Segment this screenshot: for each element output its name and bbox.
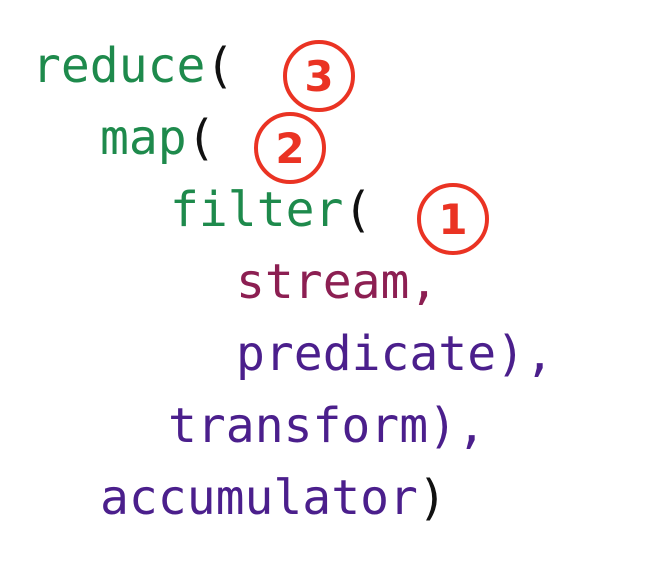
accumulator-close-paren: ) bbox=[417, 470, 447, 526]
reduce-function-name: reduce bbox=[32, 38, 206, 94]
step-1-badge: 1 bbox=[417, 183, 489, 255]
accumulator-line: accumulator) bbox=[100, 462, 447, 534]
transform-close: ), bbox=[428, 398, 486, 454]
stream-argument: stream bbox=[236, 254, 410, 310]
filter-line: filter( bbox=[170, 174, 372, 246]
predicate-argument: predicate bbox=[236, 326, 497, 382]
reduce-open-paren: ( bbox=[205, 38, 235, 94]
predicate-close: ), bbox=[496, 326, 554, 382]
accumulator-argument: accumulator bbox=[100, 470, 418, 526]
predicate-line: predicate), bbox=[236, 318, 554, 390]
reduce-line: reduce( bbox=[32, 30, 234, 102]
stream-line: stream, bbox=[236, 246, 438, 318]
map-function-name: map bbox=[100, 110, 187, 166]
step-2-badge: 2 bbox=[254, 112, 326, 184]
filter-open-paren: ( bbox=[343, 182, 373, 238]
filter-function-name: filter bbox=[170, 182, 344, 238]
stream-comma: , bbox=[409, 254, 439, 310]
transform-argument: transform bbox=[168, 398, 429, 454]
transform-line: transform), bbox=[168, 390, 486, 462]
step-3-badge: 3 bbox=[283, 40, 355, 112]
map-open-paren: ( bbox=[186, 110, 216, 166]
map-line: map( bbox=[100, 102, 216, 174]
